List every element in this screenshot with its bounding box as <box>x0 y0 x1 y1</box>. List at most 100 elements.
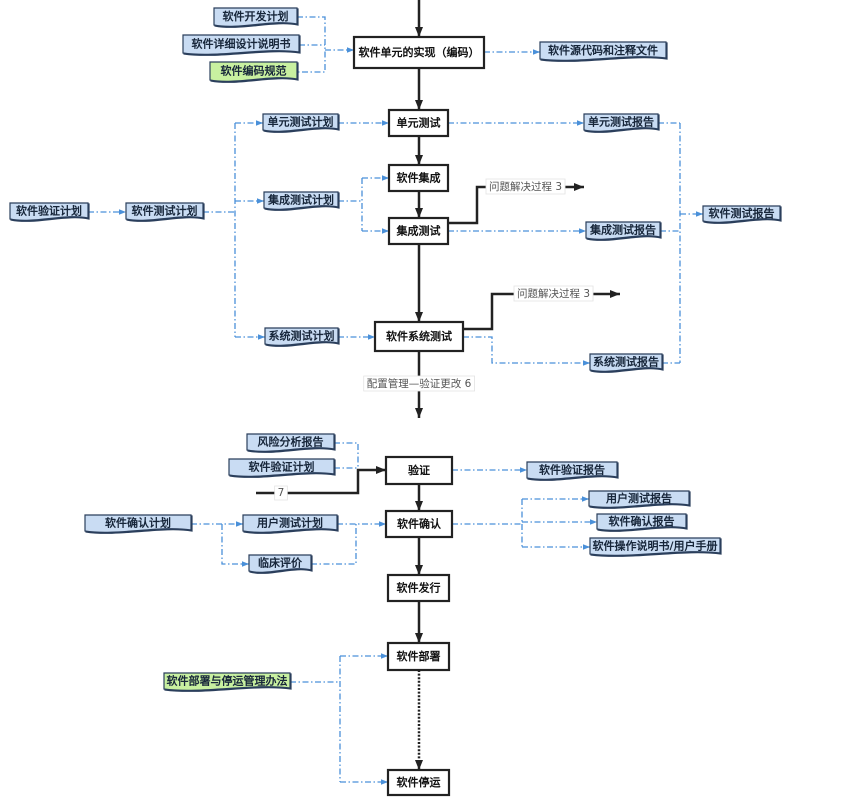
document-shape <box>596 513 687 531</box>
doc-user-test-plan: 用户测试计划 <box>242 514 338 533</box>
document-shape <box>125 202 204 221</box>
document-label: 集成测试报告 <box>589 223 656 237</box>
doc-unit-test-plan: 单元测试计划 <box>262 113 339 132</box>
doc-verification-plan-top: 软件验证计划 <box>9 202 89 221</box>
process-verification: 验证 <box>384 455 454 486</box>
document-label: 软件确认报告 <box>609 514 675 528</box>
document-label: 系统测试计划 <box>269 329 335 343</box>
doc-unit-test-report: 单元测试报告 <box>583 113 659 132</box>
document-shape <box>262 113 339 132</box>
annotation-background <box>363 375 475 392</box>
connector-clinical-to-confirmation <box>311 524 357 565</box>
process-label: 软件系统测试 <box>386 329 452 343</box>
process-box <box>386 573 451 603</box>
process-label: 集成测试 <box>396 224 441 238</box>
connector-risk-report <box>334 442 359 470</box>
ref-7-line <box>256 466 386 495</box>
doc-user-manual: 软件操作说明书/用户手册 <box>589 537 721 556</box>
document-label: 风险分析报告 <box>258 435 324 449</box>
document-shape <box>589 537 721 556</box>
document-shape <box>539 41 667 61</box>
process-box <box>384 455 454 486</box>
process-box <box>352 35 486 70</box>
process-box <box>386 641 451 672</box>
process-label: 软件部署 <box>397 649 441 663</box>
document-label: 软件验证计划 <box>249 460 315 474</box>
process-coding: 软件单元的实现（编码） <box>352 35 486 70</box>
doc-verification-report: 软件验证报告 <box>526 461 618 480</box>
doc-test-plan: 软件测试计划 <box>125 202 204 221</box>
document-label: 软件验证计划 <box>16 204 82 218</box>
doc-clinical-evaluation: 临床评价 <box>248 554 312 573</box>
doc-dev-plan: 软件开发计划 <box>213 7 298 27</box>
document-shape <box>163 672 291 691</box>
document-label: 用户测试报告 <box>606 491 672 505</box>
annotation-problem-resolution-2: 问题解决过程 3 <box>513 285 594 302</box>
document-shape <box>242 514 338 533</box>
doc-coding-standard: 软件编码规范 <box>209 61 298 82</box>
document-shape <box>182 34 300 55</box>
annotation-problem-resolution-1: 问题解决过程 3 <box>485 178 566 195</box>
document-label: 系统测试报告 <box>593 355 659 369</box>
process-box <box>386 768 451 797</box>
process-label: 软件集成 <box>397 171 441 185</box>
process-box <box>387 108 450 138</box>
process-box <box>384 509 454 539</box>
doc-risk-analysis-report: 风险分析报告 <box>246 433 335 452</box>
doc-user-test-report: 用户测试报告 <box>588 490 690 508</box>
document-shape <box>702 205 781 223</box>
document-shape <box>228 458 335 477</box>
document-shape <box>209 61 298 82</box>
process-label: 软件确认 <box>397 517 442 531</box>
process-release: 软件发行 <box>386 573 451 603</box>
process-integration: 软件集成 <box>387 163 450 193</box>
doc-system-test-plan: 系统测试计划 <box>264 327 339 346</box>
process-integration-test: 集成测试 <box>387 216 450 246</box>
process-box <box>387 163 450 193</box>
process-label: 软件停运 <box>397 775 441 789</box>
doc-integration-test-report: 集成测试报告 <box>585 221 661 240</box>
annotation-background <box>485 178 566 195</box>
doc-test-report: 软件测试报告 <box>702 205 781 223</box>
process-box <box>373 320 465 353</box>
doc-source-code: 软件源代码和注释文件 <box>539 41 667 61</box>
document-label: 软件测试报告 <box>709 206 775 220</box>
document-shape <box>585 221 661 240</box>
document-label: 软件详细设计说明书 <box>192 37 291 51</box>
document-label: 软件开发计划 <box>223 9 289 23</box>
document-label: 单元测试计划 <box>268 115 334 129</box>
arrow-system-test-to-report <box>463 336 590 366</box>
doc-confirmation-report: 软件确认报告 <box>596 513 687 531</box>
doc-deployment-policy: 软件部署与停运管理办法 <box>163 672 291 691</box>
annotation-background <box>513 285 594 302</box>
document-shape <box>588 490 690 508</box>
document-shape <box>246 433 335 452</box>
doc-integration-test-plan: 集成测试计划 <box>263 191 339 210</box>
document-shape <box>526 461 618 480</box>
process-deployment: 软件部署 <box>386 641 451 672</box>
dashed-connectors <box>88 16 703 785</box>
document-shape <box>213 7 298 27</box>
document-label: 软件验证报告 <box>539 463 605 477</box>
annotation-text: 问题解决过程 3 <box>517 287 590 300</box>
doc-confirmation-plan: 软件确认计划 <box>84 514 192 533</box>
process-box <box>387 216 450 246</box>
annotation-text: 配置管理—验证更改 6 <box>367 377 472 390</box>
process-decommission: 软件停运 <box>386 768 451 797</box>
document-shape <box>84 514 192 533</box>
document-label: 软件编码规范 <box>221 64 287 78</box>
document-shape <box>583 113 659 132</box>
process-unit-test: 单元测试 <box>387 108 450 138</box>
document-label: 软件确认计划 <box>105 516 171 530</box>
document-label: 软件操作说明书/用户手册 <box>592 539 717 553</box>
process-label: 软件发行 <box>397 581 441 595</box>
document-shape <box>263 191 339 210</box>
process-label: 验证 <box>408 463 430 477</box>
document-shape <box>248 554 312 573</box>
annotation-config-management: 配置管理—验证更改 6 <box>363 375 475 392</box>
arrow-confirmation-plan-to-clinical <box>221 524 249 567</box>
document-label: 软件源代码和注释文件 <box>548 43 658 57</box>
annotation-text: 7 <box>278 487 285 499</box>
process-label: 单元测试 <box>397 116 441 130</box>
